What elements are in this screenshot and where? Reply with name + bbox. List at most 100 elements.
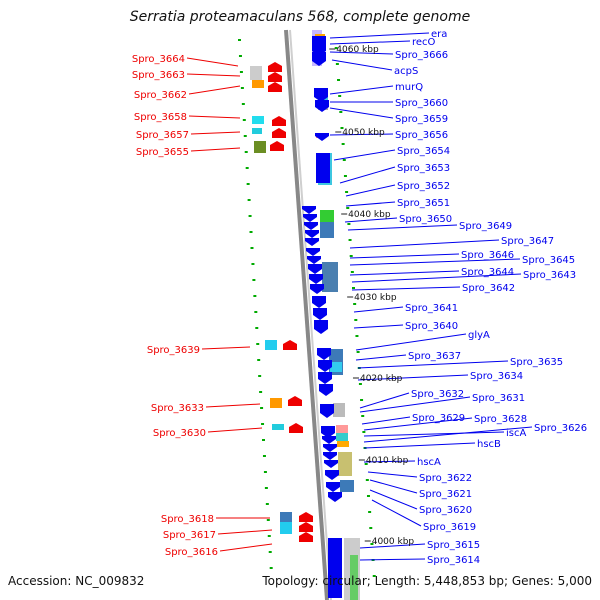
forward-gene-leader — [331, 59, 393, 71]
forward-gene-leader — [367, 471, 418, 478]
forward-gene-label: Spro_3646 — [461, 250, 514, 261]
gene-block — [320, 222, 334, 238]
gene-block — [330, 362, 342, 372]
forward-gene-leader — [347, 224, 458, 231]
gene-block — [322, 262, 338, 292]
gene-block — [340, 480, 354, 492]
forward-gene-leader — [371, 499, 422, 527]
reverse-gene-leader — [205, 403, 261, 408]
forward-gene-arrow — [313, 308, 327, 320]
forward-gene-label: Spro_3637 — [408, 351, 461, 362]
reverse-gene-arrow — [268, 72, 282, 82]
forward-gene-leader — [329, 133, 394, 136]
forward-gene-arrow — [305, 230, 319, 238]
forward-gene-leader — [361, 416, 411, 425]
forward-gene-arrow — [308, 264, 322, 274]
forward-gene-leader — [351, 286, 461, 291]
forward-gene-arrow — [322, 436, 336, 444]
forward-gene-leader — [363, 426, 533, 443]
forward-gene-label: era — [431, 29, 447, 40]
reverse-gene-label: Spro_3655 — [136, 147, 189, 158]
reverse-gene-arrow — [299, 512, 313, 522]
reverse-gene-leader — [186, 57, 239, 67]
reverse-gene-label: Spro_3616 — [165, 547, 218, 558]
forward-gene-arrow — [302, 206, 316, 214]
gene-block — [265, 340, 277, 350]
forward-gene-arrow — [317, 348, 331, 360]
forward-gene-arrow — [314, 320, 328, 334]
forward-gene-arrow — [328, 492, 342, 502]
genome-backbone-shadow — [289, 29, 332, 600]
forward-gene-label: Spro_3642 — [462, 283, 515, 294]
forward-gene-label: Spro_3666 — [395, 50, 448, 61]
forward-gene-label: Spro_3644 — [461, 267, 514, 278]
reverse-gene-label: Spro_3618 — [161, 514, 214, 525]
forward-gene-label: Spro_3656 — [395, 130, 448, 141]
gene-block — [280, 522, 292, 534]
forward-gene-label: Spro_3641 — [405, 303, 458, 314]
forward-gene-leader — [333, 149, 396, 161]
accession-label: Accession: NC_009832 — [8, 574, 145, 588]
forward-gene-leader — [345, 184, 396, 197]
gene-block — [254, 141, 266, 153]
forward-gene-leader — [359, 396, 471, 413]
forward-gene-leader — [357, 374, 469, 381]
reverse-gene-label: Spro_3662 — [134, 90, 187, 101]
forward-gene-leader — [344, 217, 398, 223]
forward-gene-leader — [363, 431, 505, 437]
forward-gene-label: Spro_3654 — [397, 146, 450, 157]
reverse-gene-label: Spro_3658 — [134, 112, 187, 123]
forward-gene-leader — [355, 354, 407, 361]
forward-gene-arrow — [318, 372, 332, 384]
forward-gene-leader — [359, 558, 426, 561]
forward-gene-label: Spro_3614 — [427, 555, 480, 566]
forward-gene-leader — [363, 417, 473, 431]
forward-gene-label: Spro_3651 — [397, 198, 450, 209]
forward-gene-arrow — [320, 404, 334, 418]
reverse-gene-arrow — [289, 423, 303, 433]
forward-gene-label: glyA — [468, 330, 490, 341]
forward-gene-leader — [363, 460, 416, 463]
forward-gene-arrow — [323, 444, 337, 452]
gene-block — [333, 403, 345, 417]
forward-gene-leader — [355, 333, 467, 351]
forward-gene-label: Spro_3632 — [411, 389, 464, 400]
forward-gene-label: Spro_3649 — [459, 221, 512, 232]
gene-block — [350, 555, 358, 600]
kbp-label: 4030 kbp — [354, 293, 397, 303]
reverse-gene-label: Spro_3630 — [153, 428, 206, 439]
forward-gene-label: Spro_3620 — [419, 505, 472, 516]
gene-block — [337, 441, 349, 447]
kbp-label: 4020 kbp — [360, 374, 403, 384]
gene-block — [272, 424, 284, 430]
gene-block — [320, 210, 334, 222]
reverse-gene-leader — [190, 147, 241, 152]
reverse-gene-label: Spro_3663 — [132, 70, 185, 81]
forward-gene-arrow — [312, 52, 326, 66]
forward-gene-label: Spro_3645 — [522, 255, 575, 266]
kbp-label: 4040 kbp — [348, 210, 391, 220]
forward-gene-leader — [369, 479, 418, 494]
forward-gene-label: Spro_3640 — [405, 321, 458, 332]
forward-gene-leader — [359, 543, 426, 549]
reverse-gene-arrow — [270, 141, 284, 151]
forward-gene-label: Spro_3635 — [510, 357, 563, 368]
forward-gene-arrow — [304, 222, 318, 230]
reverse-gene-leader — [219, 543, 273, 552]
forward-gene-label: acpS — [394, 66, 418, 77]
forward-gene-leader — [329, 51, 394, 55]
forward-gene-label: iscA — [506, 428, 526, 439]
forward-gene-label: Spro_3650 — [399, 214, 452, 225]
forward-gene-leader — [369, 489, 418, 510]
reverse-gene-leader — [217, 529, 273, 535]
forward-gene-arrow — [328, 538, 342, 598]
reverse-gene-arrow — [283, 340, 297, 350]
forward-gene-leader — [349, 258, 521, 266]
forward-gene-label: Spro_3631 — [472, 393, 525, 404]
kbp-label: 4010 kbp — [366, 456, 409, 466]
genome-summary: Topology: circular; Length: 5,448,853 bp… — [262, 574, 592, 588]
forward-gene-arrow — [307, 256, 321, 264]
forward-gene-arrow — [310, 284, 324, 294]
forward-gene-leader — [329, 40, 411, 45]
